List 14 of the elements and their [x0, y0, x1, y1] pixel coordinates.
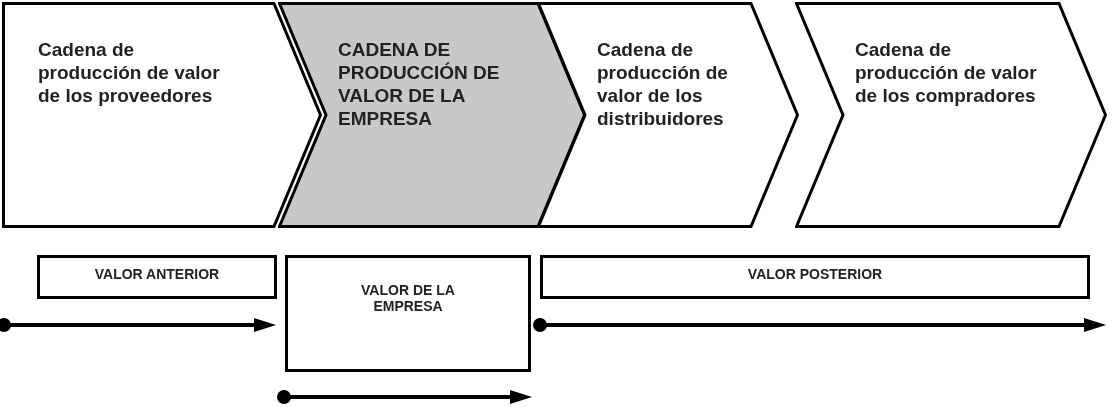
- band-label: VALOR DE LA EMPRESA: [360, 282, 456, 314]
- chevron-label: Cadena de producción de valor de los compradores: [855, 38, 1038, 107]
- chevron-label: Cadena de producción de valor de los distribuidores: [597, 38, 729, 130]
- band-label: VALOR ANTERIOR: [93, 266, 221, 282]
- label-band: [37, 255, 277, 299]
- chevron-shape: [537, 2, 799, 228]
- chevron-shape: [278, 2, 586, 228]
- band-label: VALOR POSTERIOR: [746, 266, 884, 282]
- chevron-shape: [2, 2, 322, 228]
- label-band: [540, 255, 1090, 299]
- label-band: [285, 255, 531, 372]
- chevron-label: CADENA DE PRODUCCIÓN DE VALOR DE LA EMPRESA: [338, 38, 501, 130]
- chevron-label: Cadena de producción de valor de los proveedores: [38, 38, 221, 107]
- chevron-shape: [795, 2, 1107, 228]
